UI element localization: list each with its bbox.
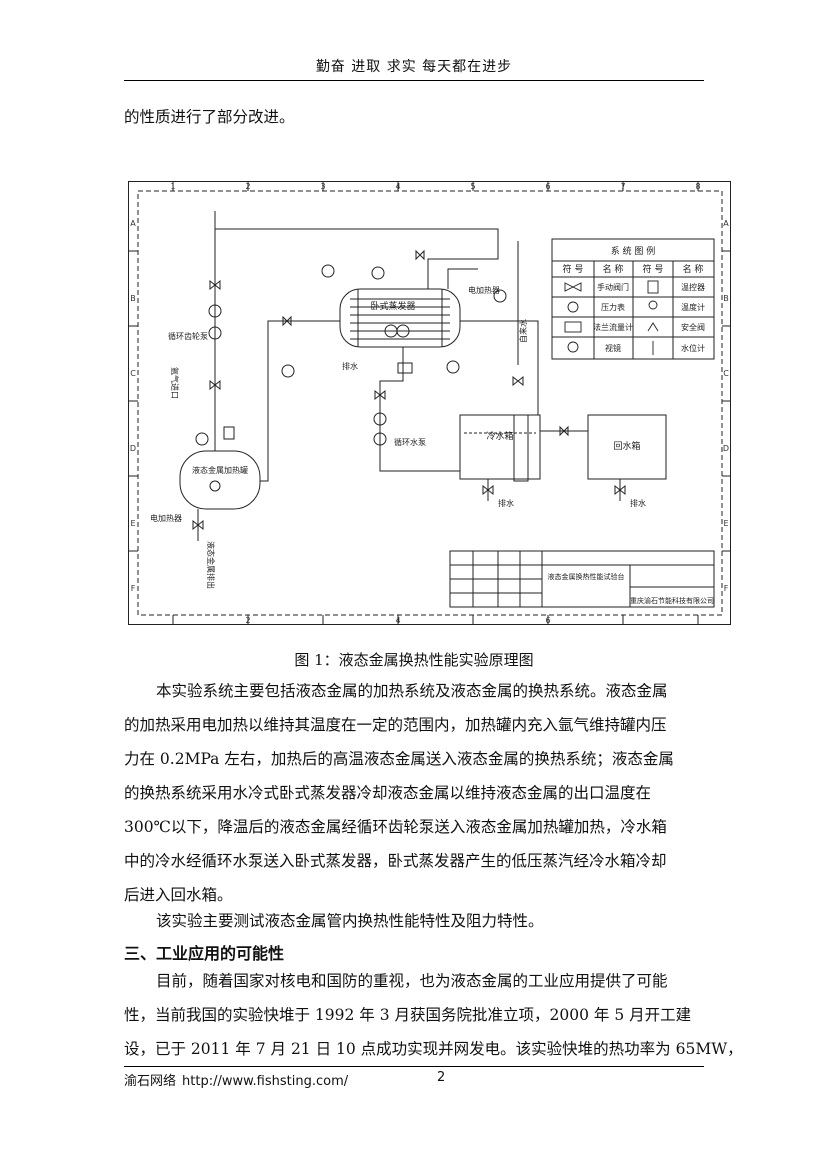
legend-temp-controller: 温控器 xyxy=(681,282,705,292)
svg-text:5: 5 xyxy=(470,182,475,191)
para3-line: 性，当前我国的实验快堆于 1992 年 3 月获国务院批准立项，2000 年 5… xyxy=(124,1006,692,1024)
para1-line: 的加热采用电加热以维持其温度在一定的范围内，加热罐内充入氩气维持罐内压 xyxy=(124,716,667,734)
manual-valve-icon xyxy=(564,282,582,292)
paragraph-1: 本实验系统主要包括液态金属的加热系统及液态金属的换热系统。液态金属 的加热采用电… xyxy=(124,674,704,912)
legend-thermometer: 温度计 xyxy=(681,302,705,312)
svg-text:6: 6 xyxy=(545,616,550,625)
legend-safety-valve: 安全阀 xyxy=(681,322,705,332)
heater-tank-label: 液态金属加热罐 xyxy=(192,465,248,475)
figure-caption: 图 1：液态金属换热性能实验原理图 xyxy=(294,651,534,669)
tap-water-label: 自来水 xyxy=(518,319,528,343)
flow-meter-icon xyxy=(564,321,582,333)
legend-header-2: 名 称 xyxy=(603,263,624,275)
return-tank-label: 回水箱 xyxy=(613,440,640,452)
svg-text:7: 7 xyxy=(620,182,625,191)
svg-text:4: 4 xyxy=(395,182,400,191)
svg-text:8: 8 xyxy=(695,182,700,191)
metal-outlet-label: 液态金属排出 xyxy=(206,541,216,589)
safety-valve-icon xyxy=(647,322,659,332)
gear-pump-label: 循环齿轮泵 xyxy=(168,331,208,341)
para1-line: 中的冷水经循环水泵送入卧式蒸发器，卧式蒸发器产生的低压蒸汽经冷水箱冷却 xyxy=(124,852,667,870)
para3-line: 设，已于 2011 年 7 月 21 日 10 点成功实现并网发电。该实验快堆的… xyxy=(124,1040,743,1058)
drain-label-3: 排水 xyxy=(630,498,646,508)
para1-line: 300℃以下，降温后的液态金属经循环齿轮泵送入液态金属加热罐加热，冷水箱 xyxy=(124,818,667,836)
gear-pump-icon xyxy=(208,304,222,318)
water-pump-icon xyxy=(373,412,387,426)
argon-inlet-label: 氩气进口 xyxy=(170,367,180,399)
legend-pressure-gauge: 压力表 xyxy=(601,302,625,312)
electric-heater-2-label: 电加热器 xyxy=(468,285,500,295)
para1-line: 后进入回水箱。 xyxy=(124,886,233,904)
schematic-figure: 1 2 3 4 5 6 7 8 2 4 6 A B C D E F A B C … xyxy=(128,181,731,625)
cold-tank-label: 冷水箱 xyxy=(486,430,513,442)
paragraph-2: 该实验主要测试液态金属管内换热性能特性及阻力特性。 xyxy=(156,912,544,930)
svg-text:D: D xyxy=(130,444,136,453)
page-number: 2 xyxy=(437,1070,446,1085)
svg-text:6: 6 xyxy=(545,182,550,191)
svg-text:F: F xyxy=(131,584,136,593)
para3-line: 目前，随着国家对核电和国防的重视，也为液态金属的工业应用提供了可能 xyxy=(156,972,668,990)
title-block-title: 液态金属换热性能试验台 xyxy=(548,572,625,581)
electric-heater-label: 电加热器 xyxy=(150,513,182,523)
svg-text:A: A xyxy=(130,219,136,228)
legend-manual-valve: 手动阀门 xyxy=(597,282,629,292)
para1-line: 的换热系统采用水冷式卧式蒸发器冷却液态金属以维持液态金属的出口温度在 xyxy=(124,784,652,802)
sight-glass-icon xyxy=(384,324,398,338)
para1-line: 本实验系统主要包括液态金属的加热系统及液态金属的换热系统。液态金属 xyxy=(156,682,668,700)
paragraph-3: 目前，随着国家对核电和国防的重视，也为液态金属的工业应用提供了可能 性，当前我国… xyxy=(124,964,743,1066)
para1-line: 力在 0.2MPa 左右，加热后的高温液态金属送入液态金属的换热系统；液态金属 xyxy=(124,750,674,768)
drain-label-2: 排水 xyxy=(498,498,514,508)
legend-header-1: 符 号 xyxy=(563,263,584,275)
water-pump-label: 循环水泵 xyxy=(394,437,426,447)
footer-url-link[interactable]: http://www.fishsting.com/ xyxy=(182,1074,349,1089)
legend-header-3: 符 号 xyxy=(643,263,664,275)
svg-text:3: 3 xyxy=(320,182,325,191)
svg-text:C: C xyxy=(130,369,136,378)
legend-header-4: 名 称 xyxy=(683,263,704,275)
svg-text:E: E xyxy=(723,519,728,528)
legend-flow-meter: 法兰流量计 xyxy=(593,322,633,332)
temp-controller-icon xyxy=(647,280,659,294)
svg-text:2: 2 xyxy=(245,182,250,191)
page-header: 勤奋 进取 求实 每天都在进步 xyxy=(315,59,513,75)
svg-text:A: A xyxy=(723,219,729,228)
svg-text:D: D xyxy=(723,444,729,453)
footer-company: 渝石网络 xyxy=(124,1074,177,1089)
title-block-company: 重庆渝石节能科技有限公司 xyxy=(630,596,714,605)
footer-rule xyxy=(124,1066,704,1067)
svg-text:F: F xyxy=(724,584,729,593)
intro-line: 的性质进行了部分改进。 xyxy=(124,108,295,126)
svg-text:4: 4 xyxy=(395,616,400,625)
svg-text:2: 2 xyxy=(245,616,250,625)
evaporator-label: 卧式蒸发器 xyxy=(370,300,415,312)
legend-title: 系 统 图 例 xyxy=(611,245,656,257)
svg-text:1: 1 xyxy=(170,182,175,191)
page-footer: 渝石网络 http://www.fishsting.com/ xyxy=(124,1070,348,1089)
svg-text:B: B xyxy=(130,294,136,303)
svg-text:E: E xyxy=(130,519,135,528)
sight-glass-legend-icon xyxy=(567,341,579,353)
section-heading: 三、工业应用的可能性 xyxy=(124,944,285,963)
thermometer-icon xyxy=(648,300,658,310)
legend-level-gauge: 水位计 xyxy=(681,343,705,353)
svg-text:C: C xyxy=(723,369,729,378)
legend-sight-glass: 视镜 xyxy=(605,343,621,353)
pressure-gauge-icon xyxy=(567,301,579,313)
header-rule xyxy=(124,80,704,81)
drain-label-1: 排水 xyxy=(342,361,358,371)
svg-text:B: B xyxy=(723,294,729,303)
